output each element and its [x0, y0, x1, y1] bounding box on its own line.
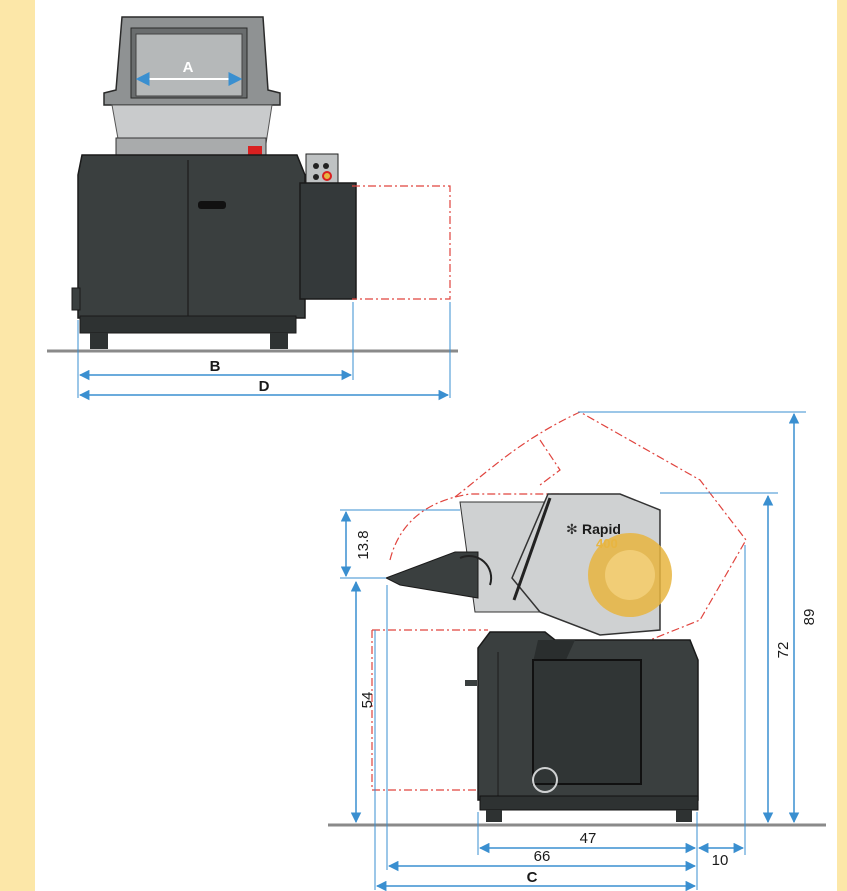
- side-body: [465, 631, 699, 822]
- technical-drawing: A B D: [47, 16, 826, 891]
- dim-label-hopper-height: 13.8: [355, 530, 372, 559]
- side-hopper: [384, 493, 672, 636]
- dim-label-top-height: 72: [775, 642, 792, 659]
- dim-label-base-depth: 47: [580, 830, 597, 847]
- model-number: 400: [596, 536, 618, 551]
- brand-name: Rapid: [582, 521, 621, 537]
- dim-label-C: C: [527, 869, 538, 886]
- front-view: A B D: [47, 16, 458, 401]
- dim-label-B: B: [210, 358, 221, 375]
- dim-label-overhang: 10: [712, 852, 729, 869]
- front-phantom-outline: [352, 185, 451, 300]
- door-handle: [198, 201, 226, 209]
- dim-label-depth: 66: [534, 848, 551, 865]
- side-door: [532, 659, 642, 785]
- dim-label-A: A: [183, 59, 194, 76]
- motor-housing: [299, 182, 357, 300]
- side-phantom-outlines: [371, 411, 747, 791]
- front-hopper: [103, 16, 281, 151]
- logo-star-icon: ✻: [566, 522, 578, 538]
- dim-label-feed-height: 54: [359, 692, 376, 709]
- side-view: ✻ Rapid 400 13.8: [328, 411, 826, 891]
- dim-label-total-height: 89: [801, 609, 818, 626]
- side-extension-lines: [340, 411, 806, 890]
- dim-label-D: D: [259, 378, 270, 395]
- front-body: [71, 137, 357, 349]
- drawing-sheet: A B D: [35, 0, 837, 891]
